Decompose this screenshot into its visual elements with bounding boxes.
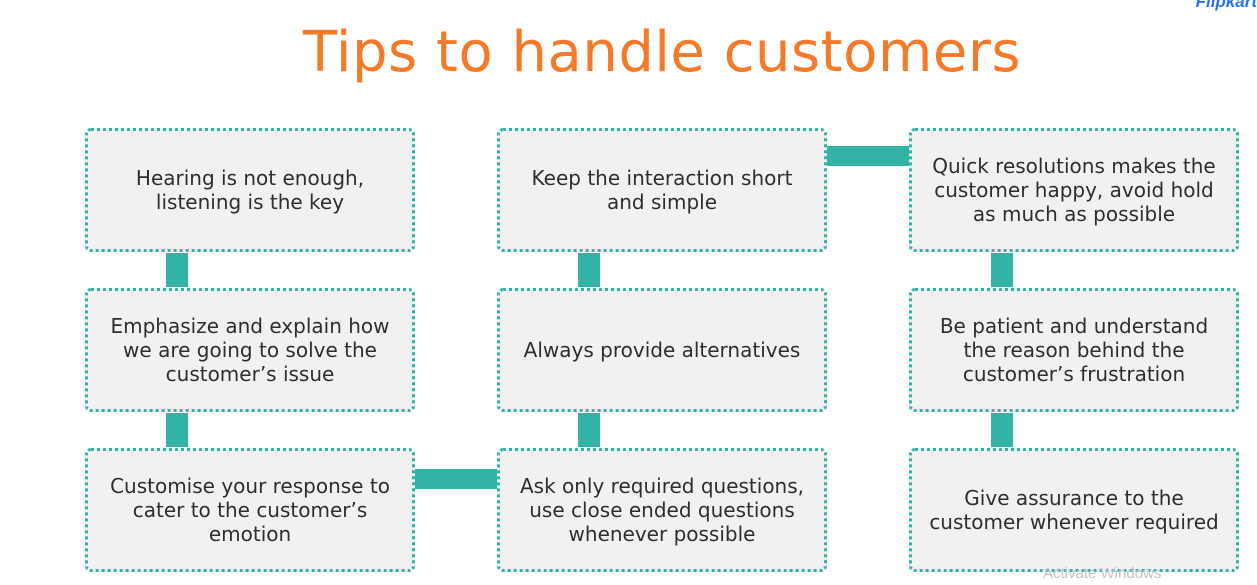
connector-tip7-tip8 xyxy=(991,253,1013,287)
tip-box-keep-short: Keep the interaction short and simple xyxy=(497,128,827,252)
connector-tip6-tip7 xyxy=(827,146,911,166)
connector-tip2-tip3 xyxy=(166,413,188,447)
connector-tip1-tip2 xyxy=(166,253,188,287)
tip-box-alternatives: Always provide alternatives xyxy=(497,288,827,412)
connector-tip5-tip6 xyxy=(578,253,600,287)
tip-box-emphasize: Emphasize and explain how we are going t… xyxy=(85,288,415,412)
connector-tip8-tip9 xyxy=(991,413,1013,447)
activate-windows-watermark: Activate Windows xyxy=(1043,565,1162,582)
tip-box-ask-questions: Ask only required questions, use close e… xyxy=(497,448,827,572)
tip-box-hearing: Hearing is not enough, listening is the … xyxy=(85,128,415,252)
tip-box-customise: Customise your response to cater to the … xyxy=(85,448,415,572)
tip-box-be-patient: Be patient and understand the reason beh… xyxy=(909,288,1239,412)
tip-box-give-assurance: Give assurance to the customer whenever … xyxy=(909,448,1239,572)
tip-box-quick-resolutions: Quick resolutions makes the customer hap… xyxy=(909,128,1239,252)
slide-title: Tips to handle customers xyxy=(302,20,1022,85)
flipkart-logo: Flipkart xyxy=(1195,0,1257,11)
connector-tip4-tip5 xyxy=(578,413,600,447)
connector-tip3-tip4 xyxy=(415,469,499,489)
